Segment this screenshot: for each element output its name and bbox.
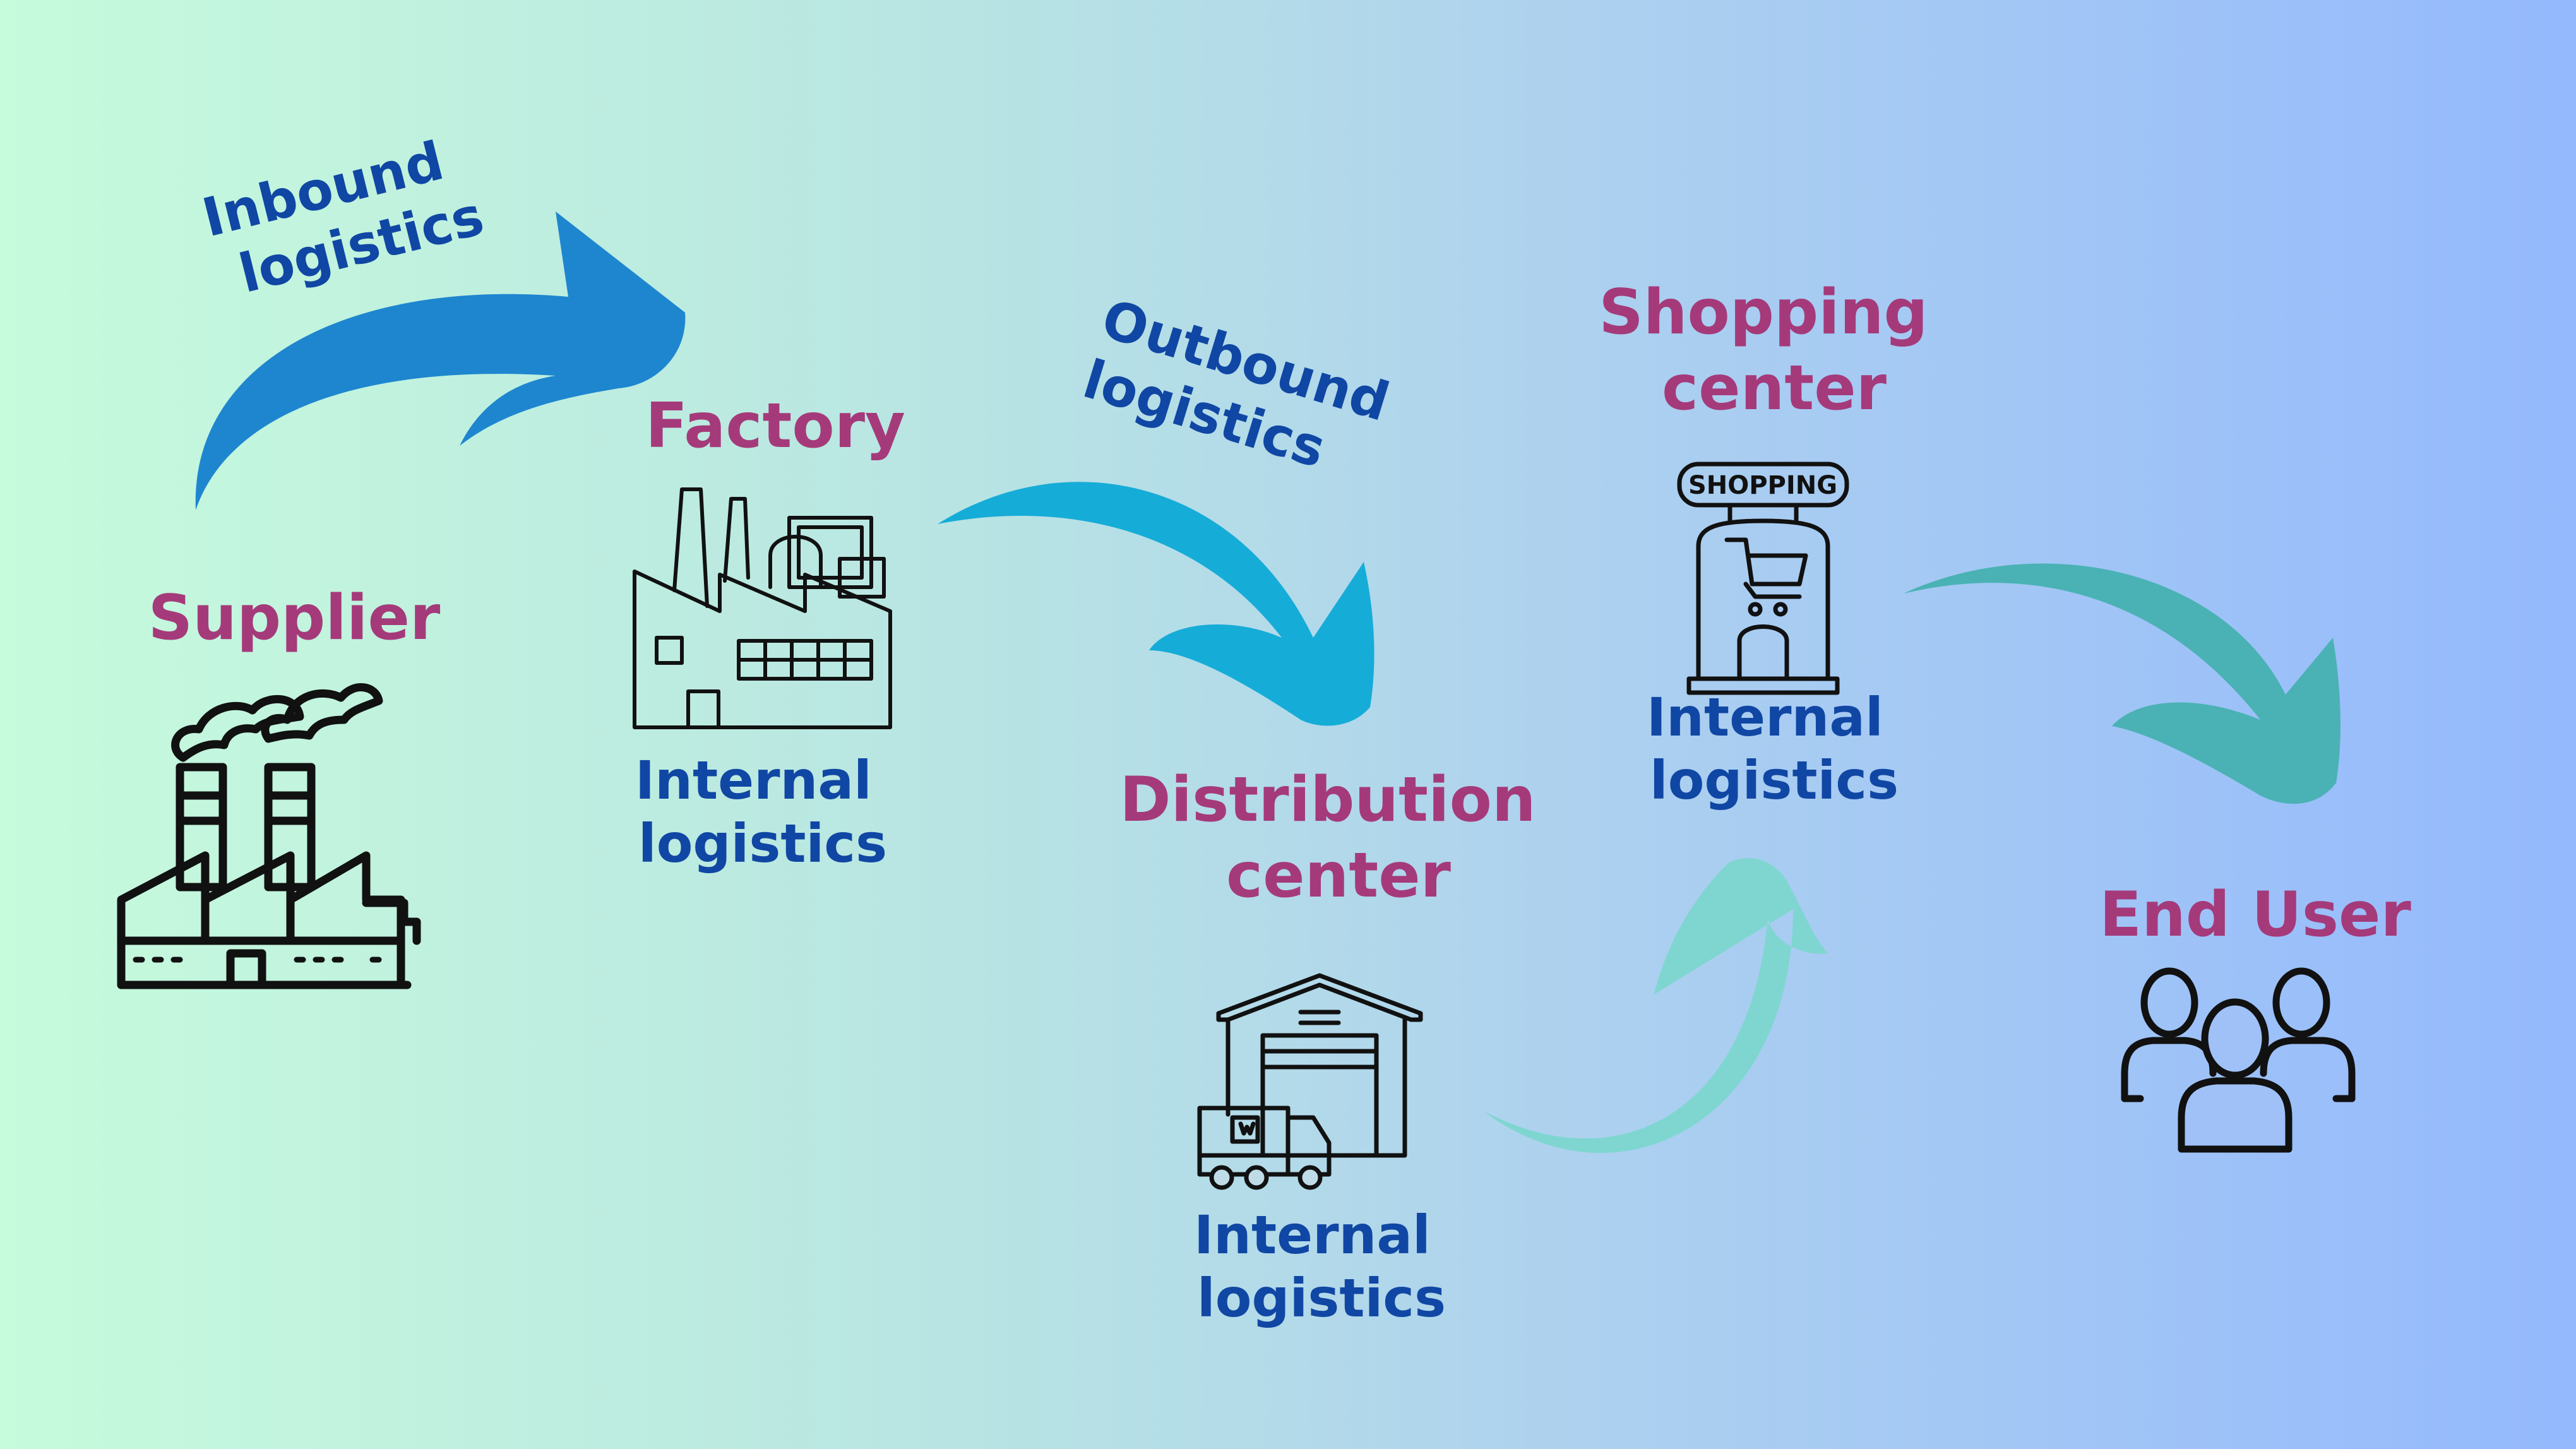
inbound-arrow [195, 212, 686, 510]
supplier-label: Supplier [148, 582, 441, 654]
internal-arrow [1484, 858, 1828, 1154]
factory-label: Factory [645, 390, 905, 462]
shopping-label: Shopping center [1599, 277, 1950, 424]
inbound-label: Inbound logistics [196, 123, 489, 310]
outbound-label: Outbound logistics [1076, 287, 1414, 499]
shopping-sign: SHOPPING [1688, 471, 1837, 500]
warehouse-truck-icon [1197, 973, 1423, 1190]
distribution-internal-label: Internal logistics [1194, 1204, 1449, 1329]
end-user-label: End User [2099, 879, 2411, 951]
final-arrow [1904, 563, 2340, 804]
factory-icon [633, 487, 892, 729]
factory-internal-label: Internal logistics [635, 749, 890, 874]
shopping-internal-label: Internal logistics [1647, 686, 1902, 811]
distribution-label: Distribution center [1119, 764, 1558, 912]
factory-smoke-icon [117, 683, 421, 989]
shopping-kiosk-icon: SHOPPING [1677, 462, 1849, 695]
outbound-arrow [938, 482, 1374, 726]
people-group-icon [2121, 967, 2356, 1153]
